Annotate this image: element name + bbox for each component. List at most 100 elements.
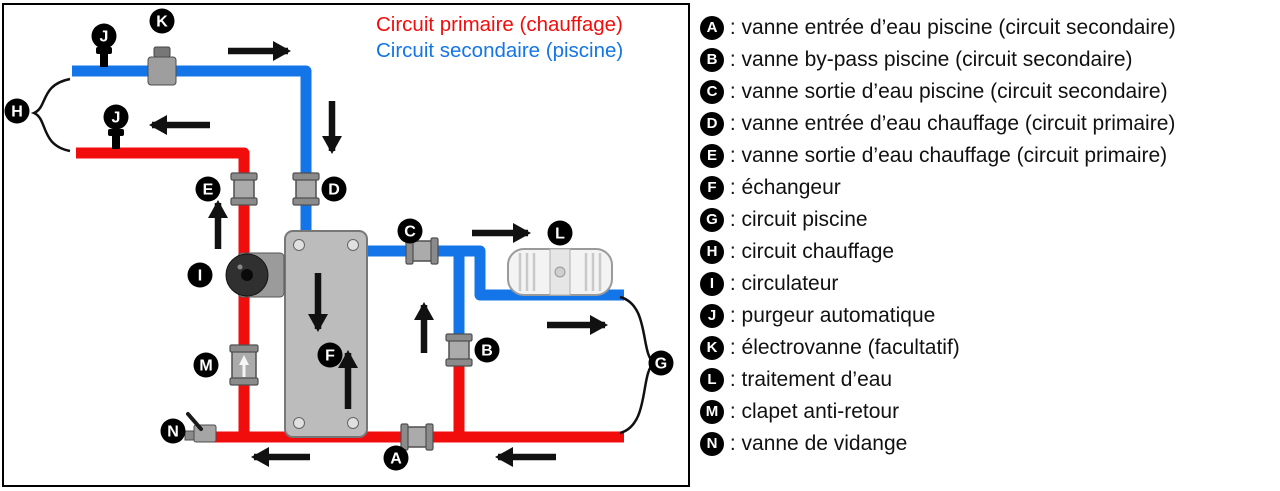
legend-badge-c: C <box>700 80 724 104</box>
badge-m: M <box>193 352 219 378</box>
badge-f: F <box>317 342 343 368</box>
legend-item-j: J : purgeur automatique <box>700 300 1278 332</box>
valve-e <box>230 172 258 206</box>
legend-badge-g: G <box>700 208 724 232</box>
legend-separator: : <box>724 16 742 39</box>
legend-item-h: H : circuit chauffage <box>700 236 1278 268</box>
legend-separator: : <box>724 144 742 167</box>
valve-b <box>445 333 473 367</box>
badge-n: N <box>160 418 186 444</box>
svg-text:G: G <box>655 356 667 373</box>
badge-j-return: J <box>103 104 129 130</box>
legend-text: circuit chauffage <box>741 240 895 263</box>
legend-badge-e: E <box>700 144 724 168</box>
legend-separator: : <box>724 240 742 263</box>
legend-badge-a: A <box>700 16 724 40</box>
legend-separator: : <box>724 176 742 199</box>
heat-exchanger <box>284 230 368 438</box>
pipe-heating-return <box>76 147 250 437</box>
svg-text:J: J <box>100 29 109 46</box>
water-treatment-device <box>507 248 613 296</box>
badge-a: A <box>383 445 409 471</box>
legend-panel: A : vanne entrée d’eau piscine (circuit … <box>700 12 1278 460</box>
legend-item-c: C : vanne sortie d’eau piscine (circuit … <box>700 76 1278 108</box>
svg-text:I: I <box>198 268 202 285</box>
air-vent-icon <box>108 129 124 149</box>
badge-h: H <box>4 98 30 124</box>
legend-badge-m: M <box>700 400 724 424</box>
badge-j-supply: J <box>91 23 117 49</box>
legend-text: vanne entrée d’eau piscine (circuit seco… <box>741 16 1176 39</box>
legend-separator: : <box>724 336 742 359</box>
badge-c-label: C <box>397 218 423 244</box>
diagram-title-primary: Circuit primaire (chauffage) <box>376 13 623 36</box>
legend-item-k: K : électrovanne (facultatif) <box>700 332 1278 364</box>
legend-text: vanne entrée d’eau chauffage (circuit pr… <box>741 112 1176 135</box>
badge-i: I <box>187 262 213 288</box>
legend-item-a: A : vanne entrée d’eau piscine (circuit … <box>700 12 1278 44</box>
svg-text:D: D <box>328 182 340 199</box>
legend-text: vanne by-pass piscine (circuit secondair… <box>741 48 1133 71</box>
legend-separator: : <box>724 304 742 327</box>
valve-c <box>405 237 439 265</box>
flow-arrows <box>149 41 608 467</box>
legend-separator: : <box>724 368 742 391</box>
badge-g: G <box>648 350 674 376</box>
legend-separator: : <box>724 432 742 455</box>
heating-circuit-brace <box>30 77 71 153</box>
legend-text: clapet anti-retour <box>741 400 900 423</box>
legend-separator: : <box>724 112 742 135</box>
valve-a <box>400 423 434 451</box>
svg-text:E: E <box>203 182 214 199</box>
badge-e: E <box>195 176 221 202</box>
badge-d: D <box>321 176 347 202</box>
legend-separator: : <box>724 208 742 231</box>
legend-item-e: E : vanne sortie d’eau chauffage (circui… <box>700 140 1278 172</box>
legend-badge-i: I <box>700 272 724 296</box>
legend-item-l: L : traitement d’eau <box>700 364 1278 396</box>
legend-badge-h: H <box>700 240 724 264</box>
legend-badge-k: K <box>700 336 724 360</box>
legend-separator: : <box>724 400 742 423</box>
legend-text: purgeur automatique <box>741 304 936 327</box>
legend-text: traitement d’eau <box>741 368 893 391</box>
badge-l: L <box>547 220 573 246</box>
legend-item-d: D : vanne entrée d’eau chauffage (circui… <box>700 108 1278 140</box>
legend-text: électrovanne (facultatif) <box>741 336 960 359</box>
legend-item-m: M : clapet anti-retour <box>700 396 1278 428</box>
legend-text: vanne de vidange <box>741 432 908 455</box>
legend-text: échangeur <box>741 176 841 199</box>
valve-d <box>292 172 320 206</box>
legend-separator: : <box>724 272 742 295</box>
legend-badge-l: L <box>700 368 724 392</box>
svg-text:M: M <box>199 358 212 375</box>
svg-text:H: H <box>11 104 23 121</box>
piping-diagram: Circuit primaire (chauffage) Circuit sec… <box>4 8 674 471</box>
legend-badge-f: F <box>700 176 724 200</box>
drain-valve <box>184 412 217 443</box>
svg-text:B: B <box>481 343 493 360</box>
legend-separator: : <box>724 48 742 71</box>
svg-text:L: L <box>555 226 565 243</box>
legend-item-b: B : vanne by-pass piscine (circuit secon… <box>700 44 1278 76</box>
legend-badge-j: J <box>700 304 724 328</box>
legend-item-i: I : circulateur <box>700 268 1278 300</box>
legend-badge-b: B <box>700 48 724 72</box>
diagram-title-secondary: Circuit secondaire (piscine) <box>376 39 623 62</box>
legend-text: vanne sortie d’eau chauffage (circuit pr… <box>741 144 1168 167</box>
svg-text:N: N <box>167 424 179 441</box>
legend-text: circuit piscine <box>741 208 868 231</box>
svg-text:F: F <box>325 348 335 365</box>
air-vent-icon <box>96 47 112 67</box>
piping-diagram-panel: Circuit primaire (chauffage) Circuit sec… <box>2 3 690 487</box>
check-valve <box>229 344 259 386</box>
legend-separator: : <box>724 80 742 103</box>
svg-text:J: J <box>112 110 121 127</box>
legend-item-n: N : vanne de vidange <box>700 428 1278 460</box>
badge-b: B <box>474 337 500 363</box>
badge-k: K <box>149 8 175 34</box>
legend-text: vanne sortie d’eau piscine (circuit seco… <box>741 80 1168 103</box>
svg-text:A: A <box>390 451 402 468</box>
svg-text:C: C <box>404 224 416 241</box>
